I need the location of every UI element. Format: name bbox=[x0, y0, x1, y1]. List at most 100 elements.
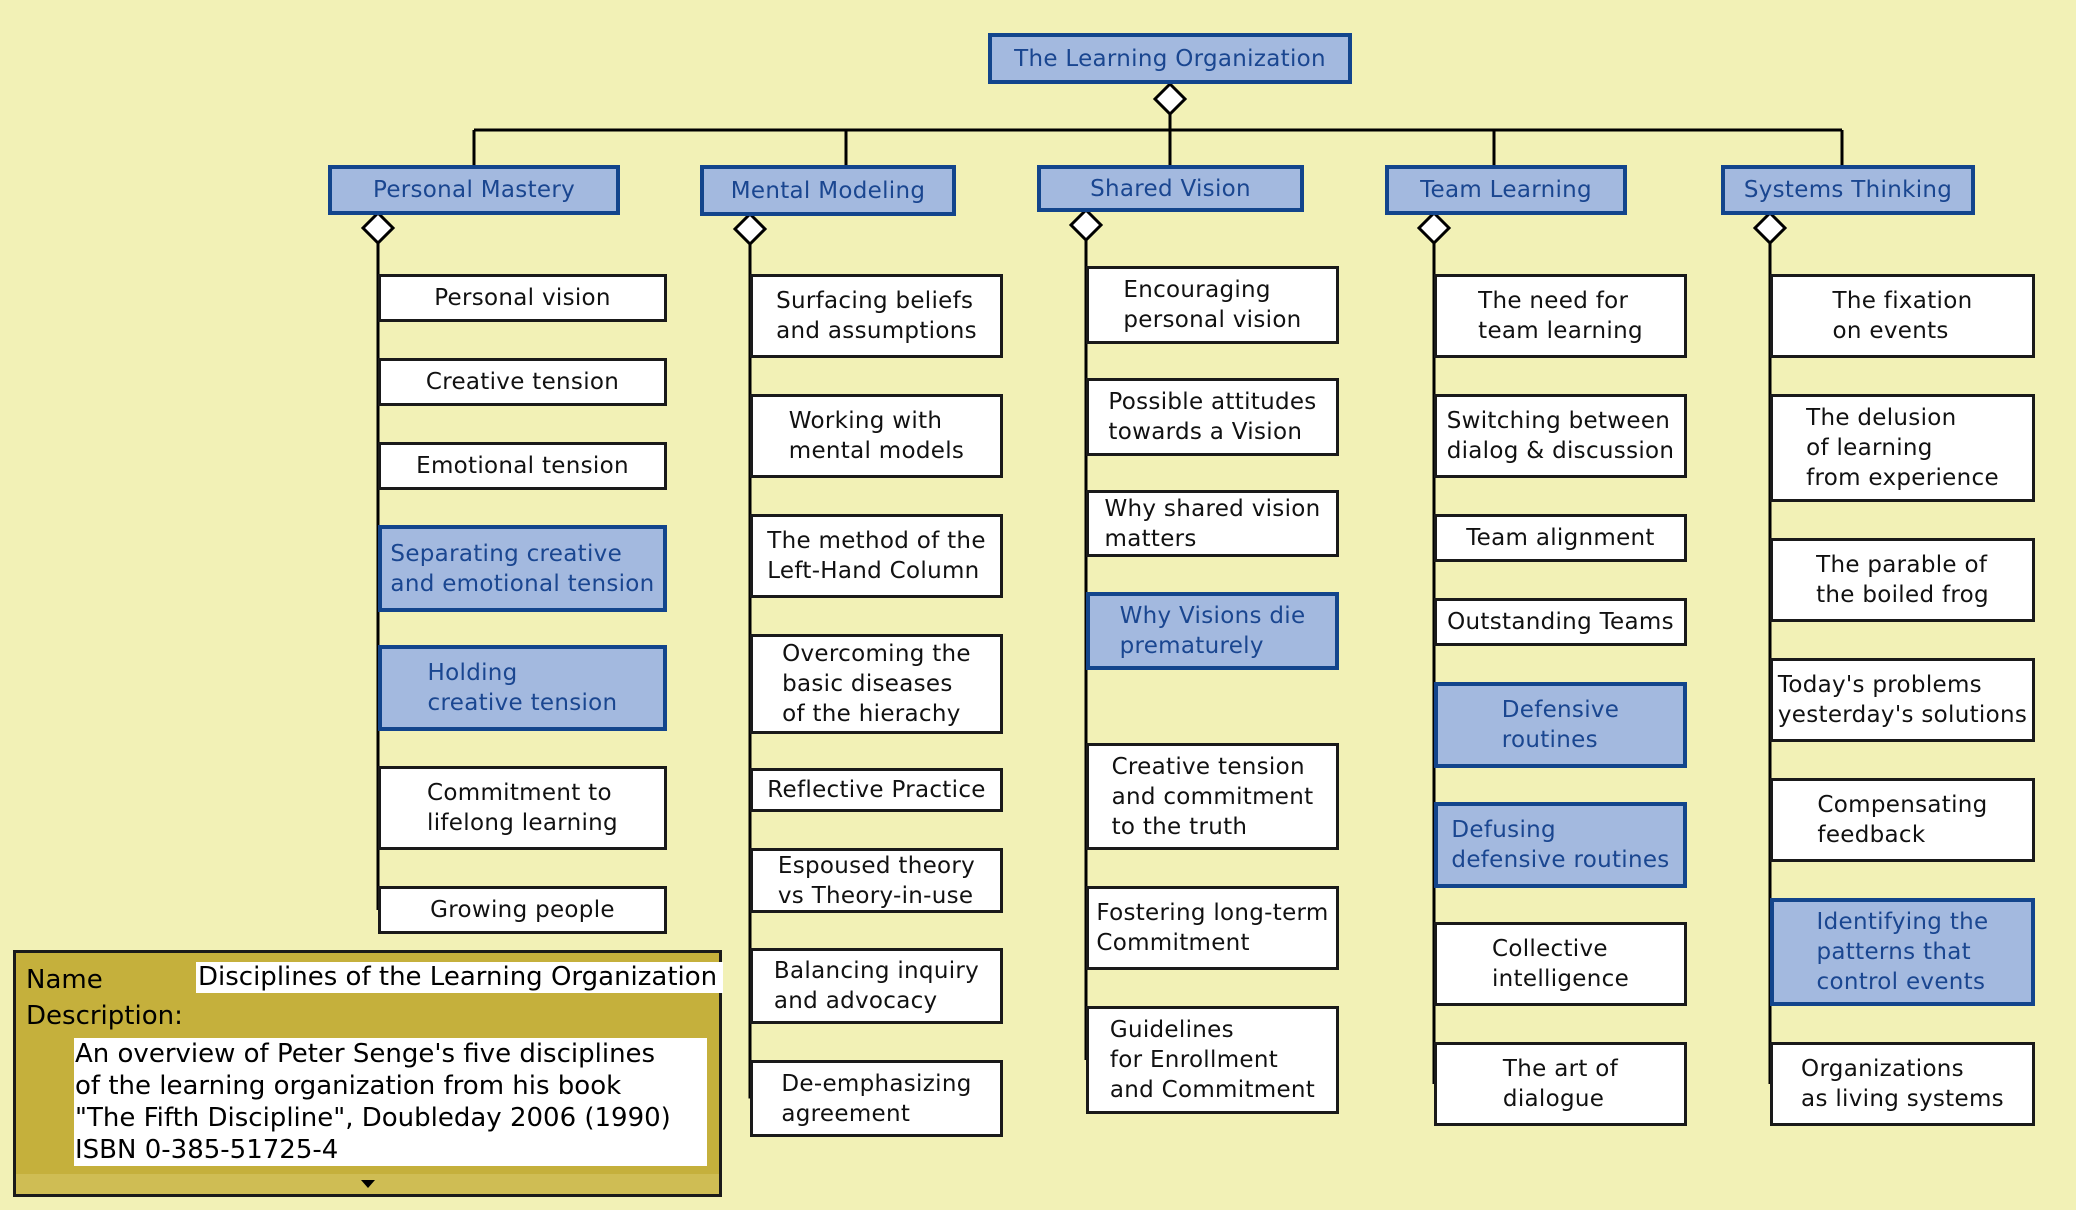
topic-node-label: Why shared vision matters bbox=[1104, 495, 1321, 552]
topic-node[interactable]: Reflective Practice bbox=[750, 768, 1003, 812]
topic-node[interactable]: The need for team learning bbox=[1434, 274, 1687, 358]
topic-node[interactable]: De-emphasizing agreement bbox=[750, 1060, 1003, 1137]
topic-node[interactable]: Why shared vision matters bbox=[1086, 490, 1339, 557]
topic-node[interactable]: Guidelines for Enrollment and Commitment bbox=[1086, 1006, 1339, 1114]
topic-node[interactable]: Possible attitudes towards a Vision bbox=[1086, 378, 1339, 456]
topic-node-label: Balancing inquiry and advocacy bbox=[773, 958, 980, 1014]
topic-node[interactable]: Defusing defensive routines bbox=[1434, 802, 1687, 888]
topic-node-label: Guidelines for Enrollment and Commitment bbox=[1109, 1017, 1316, 1103]
topic-node-label: De-emphasizing agreement bbox=[781, 1070, 972, 1127]
description-line: "The Fifth Discipline", Doubleday 2006 (… bbox=[75, 1103, 671, 1133]
category-mental-modeling-label: Mental Modeling bbox=[730, 177, 926, 204]
topic-node[interactable]: The parable of the boiled frog bbox=[1770, 538, 2035, 622]
aggregation-diamond-icon bbox=[1416, 210, 1452, 246]
topic-node[interactable]: Defensive routines bbox=[1434, 682, 1687, 768]
topic-node[interactable]: Outstanding Teams bbox=[1434, 598, 1687, 646]
topic-node[interactable]: Switching between dialog & discussion bbox=[1434, 394, 1687, 478]
topic-node[interactable]: Surfacing beliefs and assumptions bbox=[750, 274, 1003, 358]
topic-node-label: Separating creative and emotional tensio… bbox=[390, 540, 655, 597]
info-panel: Name Disciplines of the Learning Organiz… bbox=[13, 950, 724, 1197]
description-field[interactable]: An overview of Peter Senge's five discip… bbox=[74, 1038, 707, 1166]
topic-node[interactable]: Growing people bbox=[378, 886, 667, 934]
category-systems-thinking[interactable]: Systems Thinking bbox=[1721, 165, 1975, 215]
aggregation-diamond-icon bbox=[1152, 81, 1188, 117]
topic-node-label: Creative tension bbox=[425, 369, 620, 395]
aggregation-diamond-icon bbox=[1752, 210, 1788, 246]
topic-node[interactable]: Organizations as living systems bbox=[1770, 1042, 2035, 1126]
topic-node-label: Reflective Practice bbox=[767, 777, 986, 803]
topic-node[interactable]: Why Visions die prematurely bbox=[1086, 592, 1339, 670]
topic-node-label: Holding creative tension bbox=[427, 660, 618, 716]
category-mental-modeling[interactable]: Mental Modeling bbox=[700, 165, 956, 216]
description-line: ISBN 0-385-51725-4 bbox=[75, 1135, 339, 1165]
description-label: Description: bbox=[26, 1001, 183, 1031]
topic-node-label: Surfacing beliefs and assumptions bbox=[776, 288, 977, 344]
topic-node-label: Fostering long-term Commitment bbox=[1096, 900, 1329, 956]
topic-node-label: Organizations as living systems bbox=[1801, 1056, 2004, 1112]
topic-node[interactable]: Emotional tension bbox=[378, 442, 667, 490]
topic-node-label: The delusion of learning from experience bbox=[1806, 405, 1999, 491]
topic-node[interactable]: Overcoming the basic diseases of the hie… bbox=[750, 634, 1003, 734]
topic-node-label: Working with mental models bbox=[788, 408, 965, 464]
topic-node-label: Why Visions die prematurely bbox=[1119, 603, 1306, 659]
topic-node[interactable]: Today's problems yesterday's solutions bbox=[1770, 658, 2035, 742]
topic-node-label: Today's problems yesterday's solutions bbox=[1777, 672, 2028, 728]
category-systems-thinking-label: Systems Thinking bbox=[1743, 177, 1953, 203]
topic-node-label: Switching between dialog & discussion bbox=[1446, 408, 1675, 464]
topic-node-label: Overcoming the basic diseases of the hie… bbox=[782, 641, 971, 727]
topic-node[interactable]: Identifying the patterns that control ev… bbox=[1770, 898, 2035, 1006]
topic-node-label: The method of the Left-Hand Column bbox=[767, 528, 986, 584]
root-node-label: The Learning Organization bbox=[1014, 45, 1326, 72]
topic-node-label: The art of dialogue bbox=[1502, 1056, 1619, 1112]
category-team-learning[interactable]: Team Learning bbox=[1385, 165, 1627, 215]
aggregation-diamond-icon bbox=[732, 211, 768, 247]
topic-node[interactable]: The fixation on events bbox=[1770, 274, 2035, 358]
aggregation-diamond-icon bbox=[360, 210, 396, 246]
triangle-down-icon[interactable] bbox=[360, 1180, 375, 1188]
topic-node-label: Compensating feedback bbox=[1817, 792, 1988, 848]
topic-node[interactable]: Team alignment bbox=[1434, 514, 1687, 562]
category-shared-vision[interactable]: Shared Vision bbox=[1037, 165, 1304, 212]
panel-expand-bar[interactable] bbox=[16, 1174, 719, 1194]
topic-node[interactable]: The delusion of learning from experience bbox=[1770, 394, 2035, 502]
topic-node-label: Team alignment bbox=[1466, 525, 1655, 551]
description-line: of the learning organization from his bo… bbox=[75, 1071, 622, 1101]
topic-node-label: Identifying the patterns that control ev… bbox=[1816, 909, 1989, 995]
topic-node-label: Growing people bbox=[430, 897, 615, 923]
name-field[interactable]: Disciplines of the Learning Organization bbox=[196, 962, 724, 993]
topic-node-label: The fixation on events bbox=[1832, 288, 1973, 344]
category-shared-vision-label: Shared Vision bbox=[1090, 175, 1251, 202]
topic-node-label: The parable of the boiled frog bbox=[1816, 552, 1989, 608]
topic-node-label: The need for team learning bbox=[1478, 288, 1643, 344]
topic-node[interactable]: Encouraging personal vision bbox=[1086, 266, 1339, 344]
topic-node-label: Outstanding Teams bbox=[1447, 609, 1674, 635]
topic-node-label: Defensive routines bbox=[1501, 697, 1620, 753]
category-personal-mastery[interactable]: Personal Mastery bbox=[328, 165, 620, 215]
topic-node[interactable]: Compensating feedback bbox=[1770, 778, 2035, 862]
topic-node[interactable]: Separating creative and emotional tensio… bbox=[378, 525, 667, 612]
topic-node[interactable]: The art of dialogue bbox=[1434, 1042, 1687, 1126]
topic-node-label: Commitment to lifelong learning bbox=[427, 780, 618, 836]
topic-node[interactable]: Espoused theory vs Theory-in-use bbox=[750, 848, 1003, 913]
topic-node[interactable]: Balancing inquiry and advocacy bbox=[750, 948, 1003, 1024]
topic-node-label: Creative tension and commitment to the t… bbox=[1111, 753, 1314, 840]
category-team-learning-label: Team Learning bbox=[1420, 177, 1592, 203]
topic-node-label: Espoused theory vs Theory-in-use bbox=[777, 852, 976, 909]
topic-node-label: Collective intelligence bbox=[1491, 936, 1630, 992]
topic-node-label: Emotional tension bbox=[416, 453, 629, 479]
topic-node[interactable]: Personal vision bbox=[378, 274, 667, 322]
topic-node[interactable]: The method of the Left-Hand Column bbox=[750, 514, 1003, 598]
topic-node-label: Personal vision bbox=[434, 285, 611, 311]
topic-node[interactable]: Commitment to lifelong learning bbox=[378, 766, 667, 850]
topic-node[interactable]: Fostering long-term Commitment bbox=[1086, 886, 1339, 970]
topic-node-label: Encouraging personal vision bbox=[1123, 277, 1302, 333]
description-line: An overview of Peter Senge's five discip… bbox=[75, 1039, 656, 1069]
topic-node[interactable]: Creative tension bbox=[378, 358, 667, 406]
topic-node[interactable]: Holding creative tension bbox=[378, 645, 667, 731]
topic-node[interactable]: Creative tension and commitment to the t… bbox=[1086, 743, 1339, 850]
category-personal-mastery-label: Personal Mastery bbox=[372, 177, 576, 203]
root-node[interactable]: The Learning Organization bbox=[988, 33, 1352, 84]
topic-node[interactable]: Collective intelligence bbox=[1434, 922, 1687, 1006]
topic-node[interactable]: Working with mental models bbox=[750, 394, 1003, 478]
